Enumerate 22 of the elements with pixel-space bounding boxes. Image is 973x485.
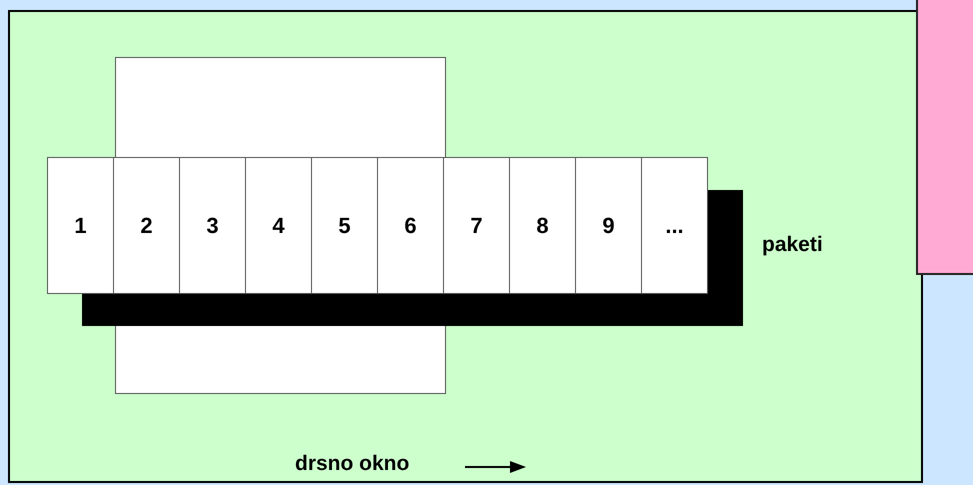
packet-number: 2 (140, 212, 153, 238)
packet-box (443, 157, 510, 294)
packet-number: 6 (404, 212, 417, 238)
packet-number: 1 (74, 212, 87, 238)
window-label: drsno okno (295, 452, 410, 476)
packet-number: 8 (536, 212, 549, 238)
packet-box (311, 157, 378, 294)
packet-box (245, 157, 312, 294)
packet-box (47, 157, 114, 294)
packet-box (113, 157, 180, 294)
packet-number: 9 (602, 212, 615, 238)
packet-box (641, 157, 708, 294)
row-label: paketi (762, 233, 823, 257)
packet-number: ... (665, 212, 684, 238)
packet-number: 4 (272, 212, 285, 238)
packet-number: 7 (470, 212, 483, 238)
packet-number: 3 (206, 212, 219, 238)
packet-number: 5 (338, 212, 351, 238)
packet-box (377, 157, 444, 294)
packet-box (179, 157, 246, 294)
packet-box (509, 157, 576, 294)
packet-box (575, 157, 642, 294)
